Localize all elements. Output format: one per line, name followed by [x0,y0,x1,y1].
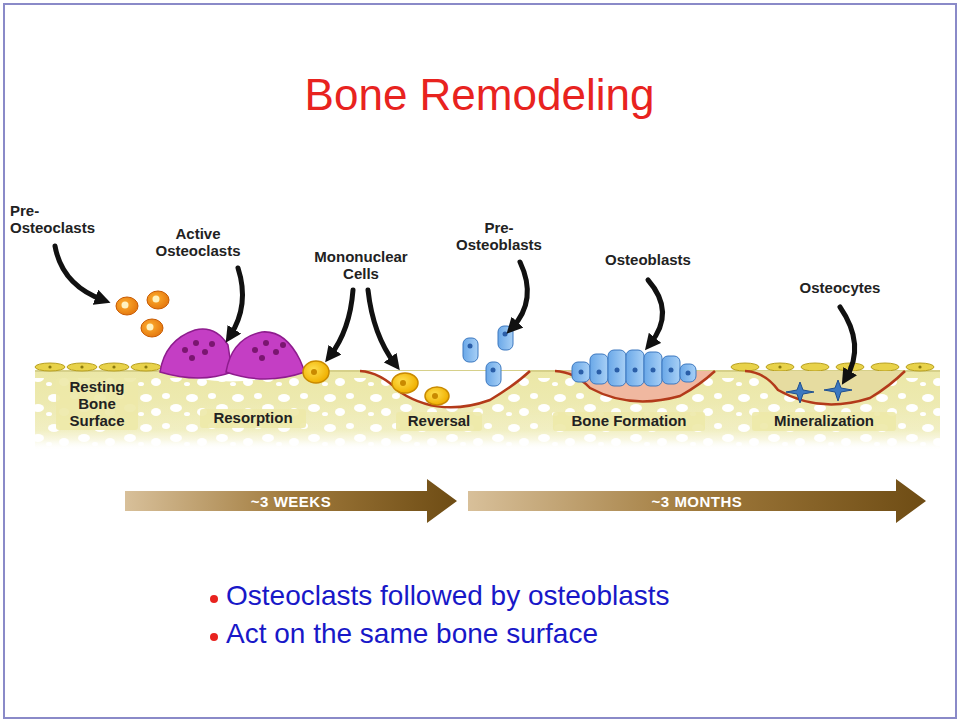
cell-label: Active Osteoclasts [146,226,250,260]
arrow-body [468,479,926,523]
stage-label: Bone Formation [553,412,705,431]
bullet-text: Osteoclasts followed by osteoblasts [226,580,926,611]
stage-label: Mineralization [752,412,896,431]
bullet-text: Act on the same bone surface [226,618,926,649]
stage-label: Resorption [200,409,306,428]
stage-label: Reversal [396,412,482,431]
stage-label: Resting Bone Surface [56,378,138,430]
cell-label: Osteoblasts [592,252,704,269]
arrow-label: ~3 WEEKS [251,493,331,510]
arrow-label: ~3 MONTHS [652,493,743,510]
cell-label: Pre- Osteoblasts [444,220,554,254]
cell-label: Osteocytes [784,280,896,297]
timeline-arrow: ~3 MONTHS [468,479,926,523]
cell-label: Pre- Osteoclasts [10,203,114,237]
slide-title: Bone Remodeling [0,70,959,119]
timeline-arrow: ~3 WEEKS [125,479,457,523]
arrow-body [125,479,457,523]
cell-label: Mononuclear Cells [300,249,422,283]
